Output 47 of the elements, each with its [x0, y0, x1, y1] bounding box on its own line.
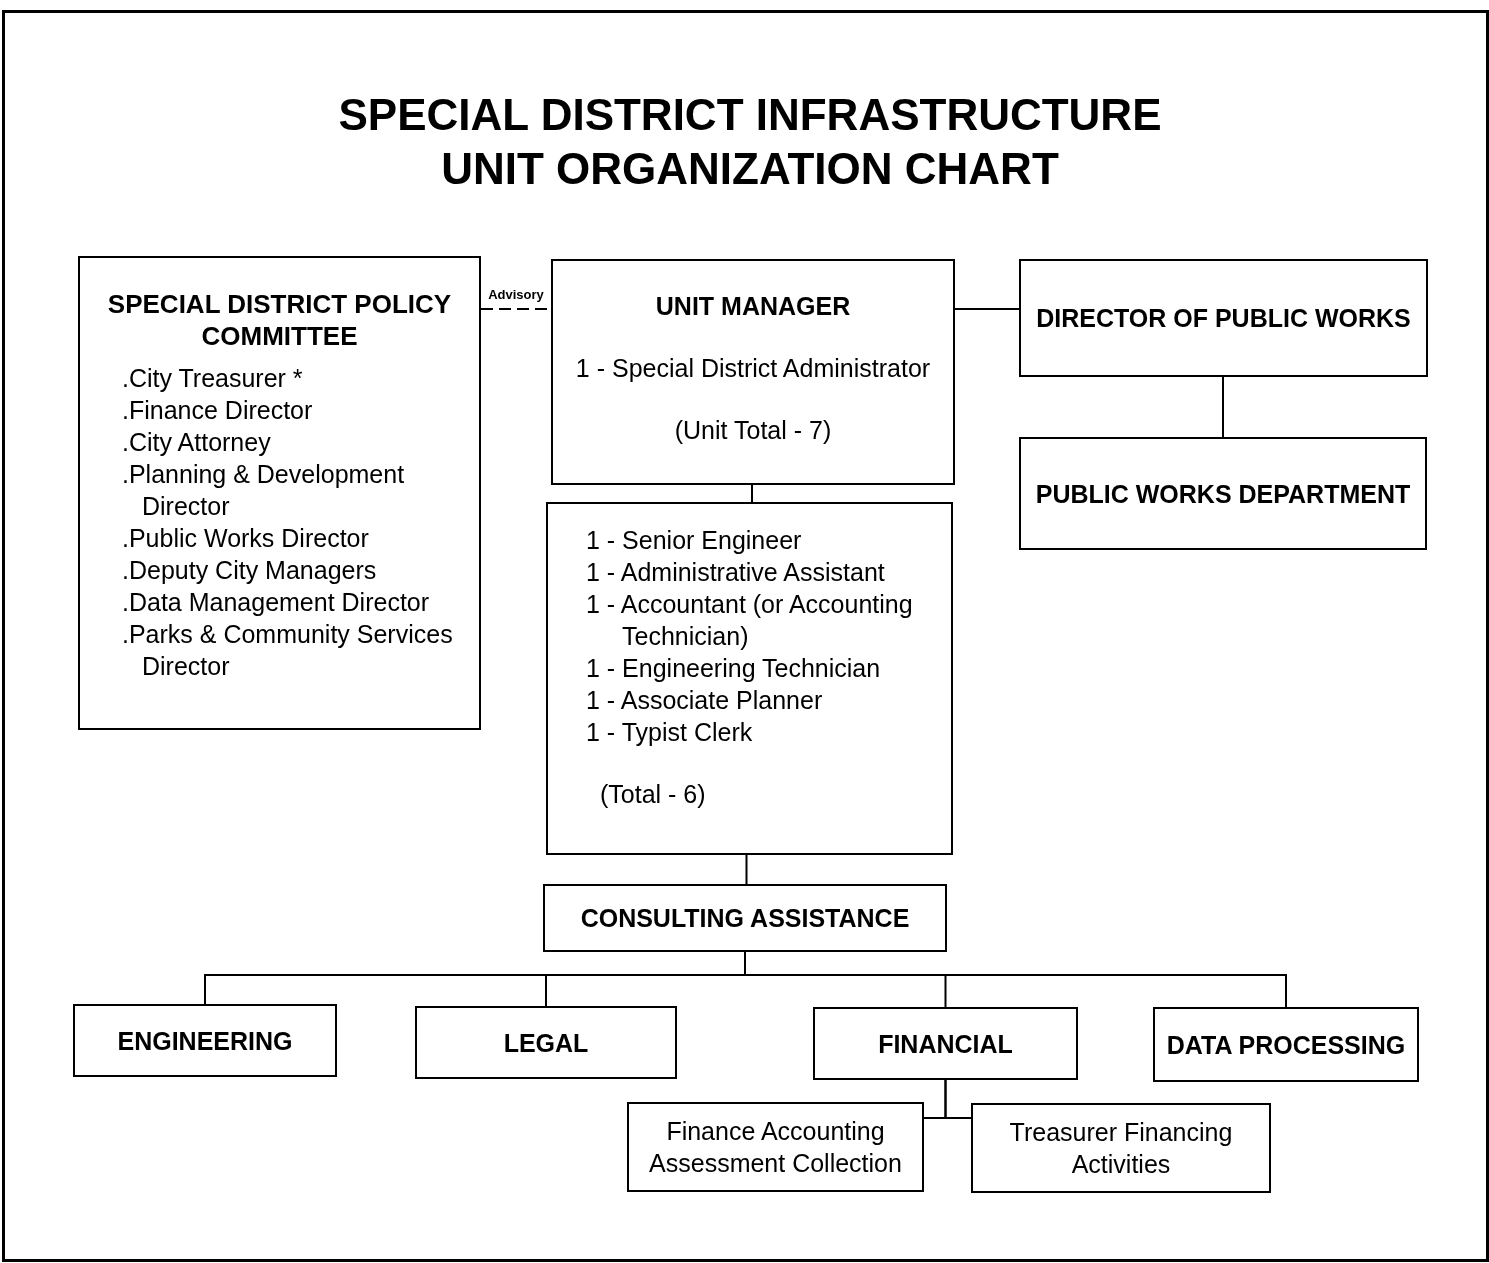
staff-item: 1 - Accountant (or Accounting Technician): [586, 589, 914, 652]
member-item: .Public Works Director: [121, 523, 370, 554]
org-box: [1019, 259, 1428, 377]
org-box: [813, 1007, 1078, 1080]
staff-item: 1 - Engineering Technician: [586, 653, 882, 684]
member-item: .City Treasurer *: [121, 363, 304, 394]
box-text: Treasurer Financing Activities: [1008, 1117, 1234, 1180]
staff-item: 1 - Typist Clerk: [586, 717, 754, 748]
member-item: .Deputy City Managers: [121, 555, 378, 586]
org-box: [971, 1103, 1271, 1193]
org-box: [415, 1006, 677, 1079]
box-heading: ENGINEERING: [117, 1025, 293, 1057]
org-box: [73, 1004, 337, 1077]
connector-line: [944, 1079, 972, 1119]
committee-heading: SPECIAL DISTRICT POLICY COMMITTEE: [106, 288, 453, 352]
box-heading: FINANCIAL: [878, 1028, 1013, 1060]
staff-item: 1 - Administrative Assistant: [586, 557, 886, 588]
org-box: [627, 1102, 924, 1192]
staff-box: [546, 502, 953, 855]
box-heading: PUBLIC WORKS DEPARTMENT: [1035, 478, 1411, 510]
staff-item: 1 - Associate Planner: [586, 685, 824, 716]
box-text: Finance Accounting Assessment Collection: [648, 1116, 903, 1179]
org-box: [551, 259, 955, 485]
member-item: .Parks & Community Services Director: [121, 619, 454, 682]
connector-line: [1222, 376, 1224, 438]
member-item: .Data Management Director: [121, 587, 431, 618]
staff-item: 1 - Senior Engineer: [586, 525, 803, 556]
connector-line: [751, 484, 753, 503]
committee-box: [78, 256, 481, 730]
total-text: (Total - 6): [600, 779, 707, 810]
box-heading: UNIT MANAGER: [655, 291, 851, 322]
member-item: .Planning & Development Director: [121, 459, 406, 522]
box-heading: CONSULTING ASSISTANCE: [580, 903, 910, 934]
box-heading: DIRECTOR OF PUBLIC WORKS: [1036, 303, 1411, 334]
position-text: 1 - Special District Administrator: [575, 353, 931, 384]
connector-line: [954, 308, 1020, 310]
box-heading: LEGAL: [503, 1027, 589, 1059]
box-heading: DATA PROCESSING: [1166, 1029, 1406, 1061]
member-item: .City Attorney: [121, 427, 272, 458]
member-item: .Finance Director: [121, 395, 314, 426]
edge-label: Advisory: [487, 287, 545, 303]
org-box: [543, 884, 947, 952]
org-box: [1019, 437, 1427, 550]
total-text: (Unit Total - 7): [674, 415, 832, 446]
connector-line: [745, 854, 748, 885]
org-box: [1153, 1007, 1419, 1082]
chart-title: SPECIAL DISTRICT INFRASTRUCTURE UNIT ORGANIZATION CHART: [337, 89, 1163, 195]
